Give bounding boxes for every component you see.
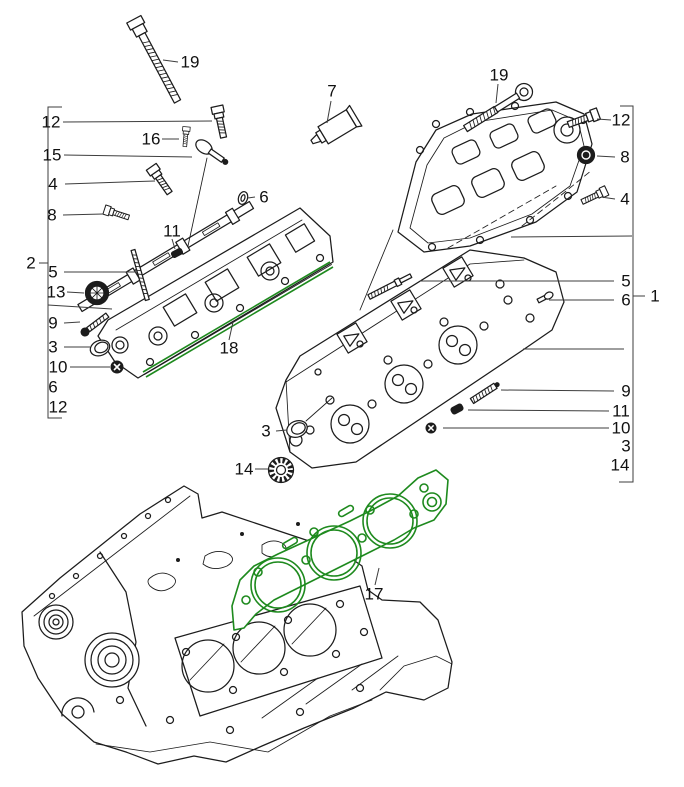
callout-17-head-gasket: 17 [364,584,384,604]
part-head-bolt-19-left [126,14,182,104]
part-toothed-ring-14 [267,456,295,484]
part-ring-6-middle [237,191,249,205]
callout-3-left: 3 [48,337,58,357]
callout-7-sealant: 7 [327,81,337,101]
part-seal-3-middle [286,419,308,439]
callout-13: 13 [46,282,66,302]
callout-4-right: 4 [620,189,630,209]
callout-6-left: 6 [48,377,58,397]
callout-3-middle: 3 [261,421,271,441]
callout-16: 16 [141,129,161,149]
leader-lines [39,59,645,586]
callout-15: 15 [42,145,62,165]
callout-9-right: 9 [621,381,631,401]
gasket-valve-cover-18 [142,261,334,378]
part-plug-6-right [536,291,554,304]
part-stud-9-right [469,382,500,405]
part-bolt-12-left [210,104,231,140]
part-sealant-tube-7 [310,104,363,145]
part-bolt-4-right [579,185,610,208]
callout-5-left: 5 [48,262,58,282]
part-bolt-8-left [102,204,131,223]
callout-6-middle: 6 [259,187,269,207]
callout-14-middle: 14 [234,459,254,479]
callout-8-right: 8 [620,147,630,167]
callout-12-right: 12 [611,110,631,130]
callout-18-cover-gasket: 18 [219,338,239,358]
part-stud-5-left [130,248,150,302]
part-cylinder-head [275,249,565,469]
callout-10-left: 10 [48,357,68,377]
callout-11-right: 11 [612,401,630,421]
callout-19-stud: 19 [489,65,509,85]
callout-12-left-top: 12 [41,112,61,132]
bracket-group-2 [47,106,62,419]
callout-10-right: 10 [611,418,631,438]
part-pellet-11-left [170,247,184,259]
callout-4-left: 4 [48,174,58,194]
callout-12-left-bottom: 12 [48,397,68,417]
part-stud-5-right [367,273,413,300]
callout-9-left: 9 [48,313,58,333]
part-cap-13 [84,280,110,306]
part-screw-10-left [110,360,124,374]
callout-3-right: 3 [621,436,631,456]
part-oil-rail [77,200,255,313]
part-plug-8-right [576,145,596,165]
part-sensor-15 [195,139,229,165]
part-camshaft-carrier [359,101,593,311]
part-seal-3-left [89,339,111,357]
part-bolt-9-left [80,312,110,337]
callout-2-group: 2 [26,253,36,273]
callout-8-left: 8 [47,205,57,225]
callout-14-right: 14 [610,455,630,475]
callout-19-head-bolt: 19 [180,52,200,72]
callout-6-right: 6 [621,290,631,310]
part-screw-16 [180,126,191,148]
gasket-cylinder-head-17 [231,469,449,631]
part-bolt-4-left [145,162,176,198]
callout-1-group: 1 [650,286,660,306]
part-screw-10-right [425,422,437,434]
part-stud-19-right [463,82,534,133]
callout-5-right: 5 [621,271,631,291]
bracket-group-1 [619,105,634,483]
part-valve-cover [97,207,334,379]
callout-11-left: 11 [163,221,181,241]
part-nut-11-right [450,403,464,415]
